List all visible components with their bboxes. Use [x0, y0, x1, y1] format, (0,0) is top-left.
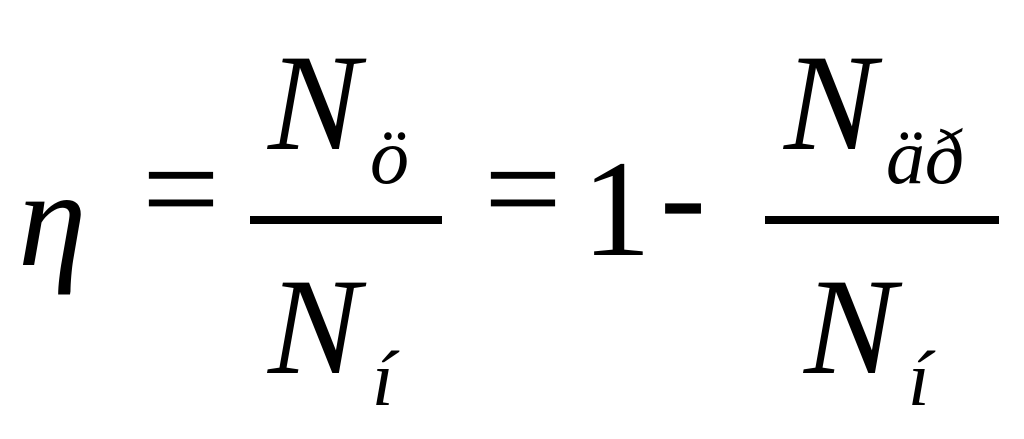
- numerator-n: N: [784, 26, 877, 179]
- numerator-n: N: [268, 26, 361, 179]
- numerator-subscript: äð: [886, 113, 964, 200]
- denominator-n: N: [268, 250, 361, 403]
- minus-sign: -: [660, 118, 706, 271]
- equals-sign-2: =: [484, 112, 562, 265]
- eta-symbol: η: [18, 142, 87, 295]
- denominator-n: N: [804, 250, 897, 403]
- denominator-subscript: í: [372, 335, 394, 422]
- fraction-bar-2: [765, 216, 999, 224]
- equals-sign-1: =: [142, 112, 220, 265]
- denominator-subscript: í: [908, 335, 930, 422]
- one-digit: 1: [582, 132, 651, 285]
- fraction-bar-1: [250, 216, 442, 224]
- numerator-subscript: ö: [370, 113, 409, 200]
